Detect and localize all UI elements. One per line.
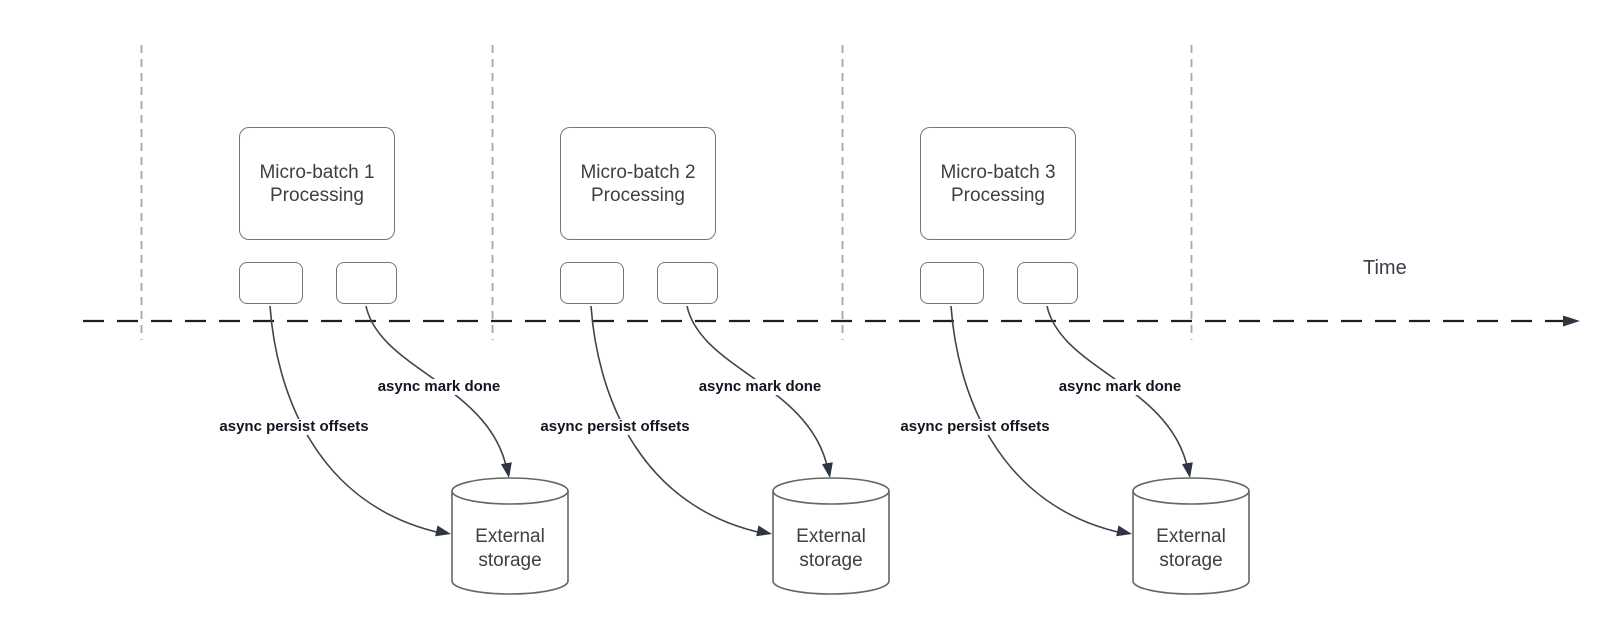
processing-box-title: Micro-batch 2 <box>580 161 696 183</box>
processing-box-3: Micro-batch 3 Processing <box>920 127 1076 240</box>
processing-box-title: Micro-batch 1 <box>259 161 375 183</box>
processing-box-subtitle: Processing <box>270 184 364 206</box>
storage-cylinder-3: External storage <box>1132 477 1250 595</box>
persist-offsets-label-2: async persist offsets <box>537 419 693 435</box>
persist-arrowhead-icon-1 <box>435 525 451 537</box>
persist-arrowhead-icon-3 <box>1116 525 1132 537</box>
storage-label: External storage <box>1156 526 1226 571</box>
time-axis-label: Time <box>1363 257 1407 279</box>
storage-label: External storage <box>475 526 545 571</box>
processing-box-subtitle: Processing <box>951 184 1045 206</box>
done-task-box-2 <box>657 262 718 304</box>
batch-group-3: Micro-batch 3 Processing async persist o… <box>897 0 1390 642</box>
persist-arrow-1 <box>269 305 442 534</box>
done-task-box-1 <box>336 262 397 304</box>
mark-arrowhead-icon-3 <box>1181 462 1193 478</box>
mark-done-label-1: async mark done <box>374 379 504 395</box>
processing-box-title: Micro-batch 3 <box>940 161 1056 183</box>
offset-task-box-3 <box>920 262 984 304</box>
database-cylinder-icon <box>451 477 569 595</box>
persist-arrow-3 <box>950 305 1123 534</box>
done-task-box-3 <box>1017 262 1078 304</box>
database-cylinder-icon <box>1132 477 1250 595</box>
mark-done-label-3: async mark done <box>1055 379 1185 395</box>
processing-box-2: Micro-batch 2 Processing <box>560 127 716 240</box>
persist-offsets-label-3: async persist offsets <box>897 419 1053 435</box>
persist-arrowhead-icon-2 <box>756 525 772 537</box>
batch-group-1: Micro-batch 1 Processing async persist o… <box>216 0 709 642</box>
processing-box-1: Micro-batch 1 Processing <box>239 127 395 240</box>
storage-label: External storage <box>796 526 866 571</box>
mark-arrowhead-icon-2 <box>821 462 833 478</box>
processing-box-subtitle: Processing <box>591 184 685 206</box>
time-axis-arrowhead-icon <box>1563 315 1580 327</box>
offset-task-box-2 <box>560 262 624 304</box>
mark-arrowhead-icon-1 <box>500 462 512 478</box>
persist-offsets-label-1: async persist offsets <box>216 419 372 435</box>
persist-arrow-2 <box>590 305 763 534</box>
database-cylinder-icon <box>772 477 890 595</box>
storage-cylinder-1: External storage <box>451 477 569 595</box>
mark-done-label-2: async mark done <box>695 379 825 395</box>
storage-cylinder-2: External storage <box>772 477 890 595</box>
batch-group-2: Micro-batch 2 Processing async persist o… <box>537 0 1030 642</box>
offset-task-box-1 <box>239 262 303 304</box>
